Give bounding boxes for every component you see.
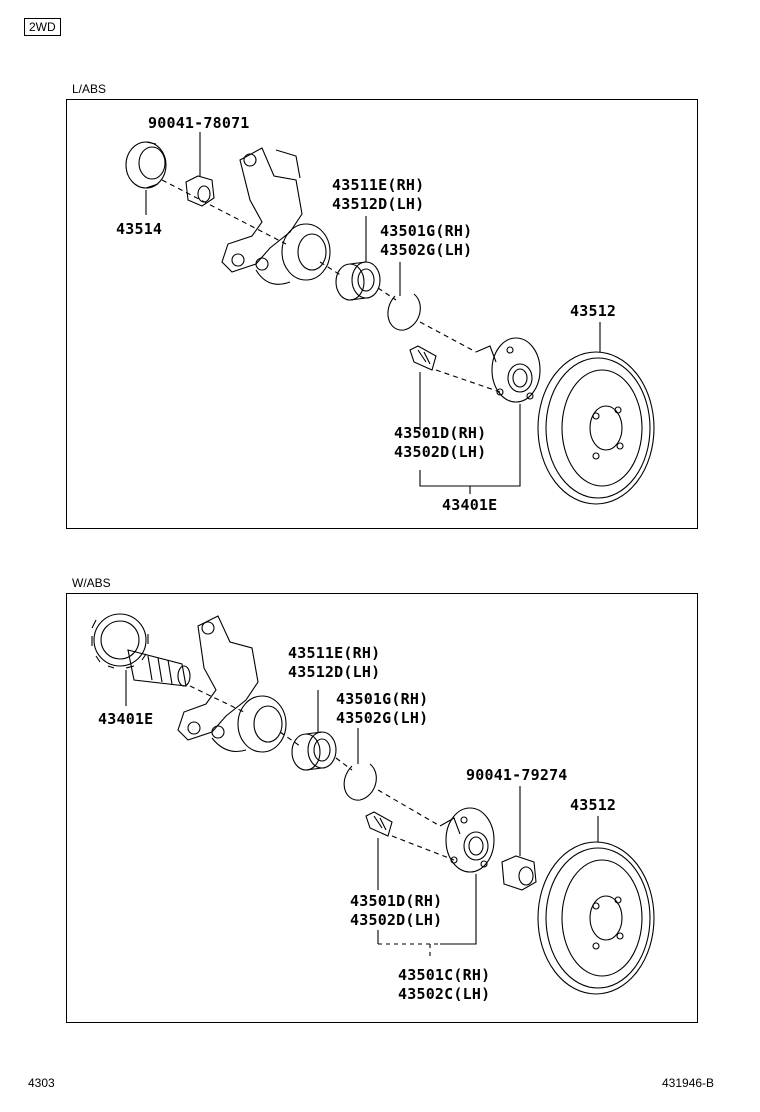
knuckle-bore-bottom xyxy=(237,695,287,753)
part-label-snap-lh-top: 43502G(LH) xyxy=(380,241,473,259)
hub-bolt-top xyxy=(409,345,437,371)
bearing-top xyxy=(335,261,381,301)
part-label-snap-rh-bottom: 43501G(RH) xyxy=(336,690,429,708)
assembly-lines-bottom xyxy=(189,685,455,861)
part-label-hub-lh-bottom: 43502C(LH) xyxy=(398,985,491,1003)
figure-id: 431946-B xyxy=(662,1076,715,1090)
page-number: 4303 xyxy=(28,1076,55,1090)
leaders-hub-bottom xyxy=(377,838,477,945)
part-label-nut-bottom: 90041-79274 xyxy=(466,766,568,784)
diagram-panel-w-abs xyxy=(66,593,698,1023)
leaders-hub-top xyxy=(419,372,521,494)
section-label-l-abs: L/ABS xyxy=(72,82,107,96)
assembly-lines-top xyxy=(161,179,501,393)
part-label-snap-lh-bottom: 43502G(LH) xyxy=(336,709,429,727)
part-label-hub-assy-top: 43401E xyxy=(442,496,498,514)
part-label-cap: 43514 xyxy=(116,220,163,238)
axle-hub-bottom xyxy=(439,807,495,873)
part-label-disc-bottom: 43512 xyxy=(570,796,617,814)
abs-rotor-shaft xyxy=(91,613,191,687)
part-label-bolt-lh-top: 43502D(LH) xyxy=(394,443,487,461)
part-label-shaft: 43401E xyxy=(98,710,154,728)
steering-knuckle-top xyxy=(221,147,303,285)
part-label-bearing-lh-bottom: 43512D(LH) xyxy=(288,663,381,681)
part-label-bolt-rh-top: 43501D(RH) xyxy=(394,424,487,442)
dashed-bracket-bottom xyxy=(378,943,440,958)
part-label-snap-rh-top: 43501G(RH) xyxy=(380,222,473,240)
part-label-bearing-lh-top: 43512D(LH) xyxy=(332,195,425,213)
hub-bolt-bottom xyxy=(365,811,393,837)
part-label-bolt-lh-bottom: 43502D(LH) xyxy=(350,911,443,929)
bearing-bottom xyxy=(291,731,337,771)
lock-nut-top xyxy=(185,175,215,207)
grease-cap-43514 xyxy=(125,141,167,189)
lock-nut-bottom xyxy=(501,855,537,891)
diagram-panel-l-abs xyxy=(66,99,698,529)
part-label-hub-rh-bottom: 43501C(RH) xyxy=(398,966,491,984)
snap-ring-bottom xyxy=(343,763,377,801)
part-label-bolt-rh-bottom: 43501D(RH) xyxy=(350,892,443,910)
brake-disc-bottom xyxy=(537,841,655,995)
part-label-disc-top: 43512 xyxy=(570,302,617,320)
part-label-bearing-rh-bottom: 43511E(RH) xyxy=(288,644,381,662)
brake-disc-top xyxy=(537,351,655,505)
part-label-nut-top: 90041-78071 xyxy=(148,114,250,132)
snap-ring-top xyxy=(387,293,421,331)
part-label-bearing-rh-top: 43511E(RH) xyxy=(332,176,425,194)
section-label-w-abs: W/ABS xyxy=(72,576,111,590)
knuckle-bore-top xyxy=(281,223,331,281)
steering-knuckle-bottom xyxy=(177,615,259,753)
drive-type-tag: 2WD xyxy=(24,18,61,36)
axle-hub-top xyxy=(475,337,541,403)
